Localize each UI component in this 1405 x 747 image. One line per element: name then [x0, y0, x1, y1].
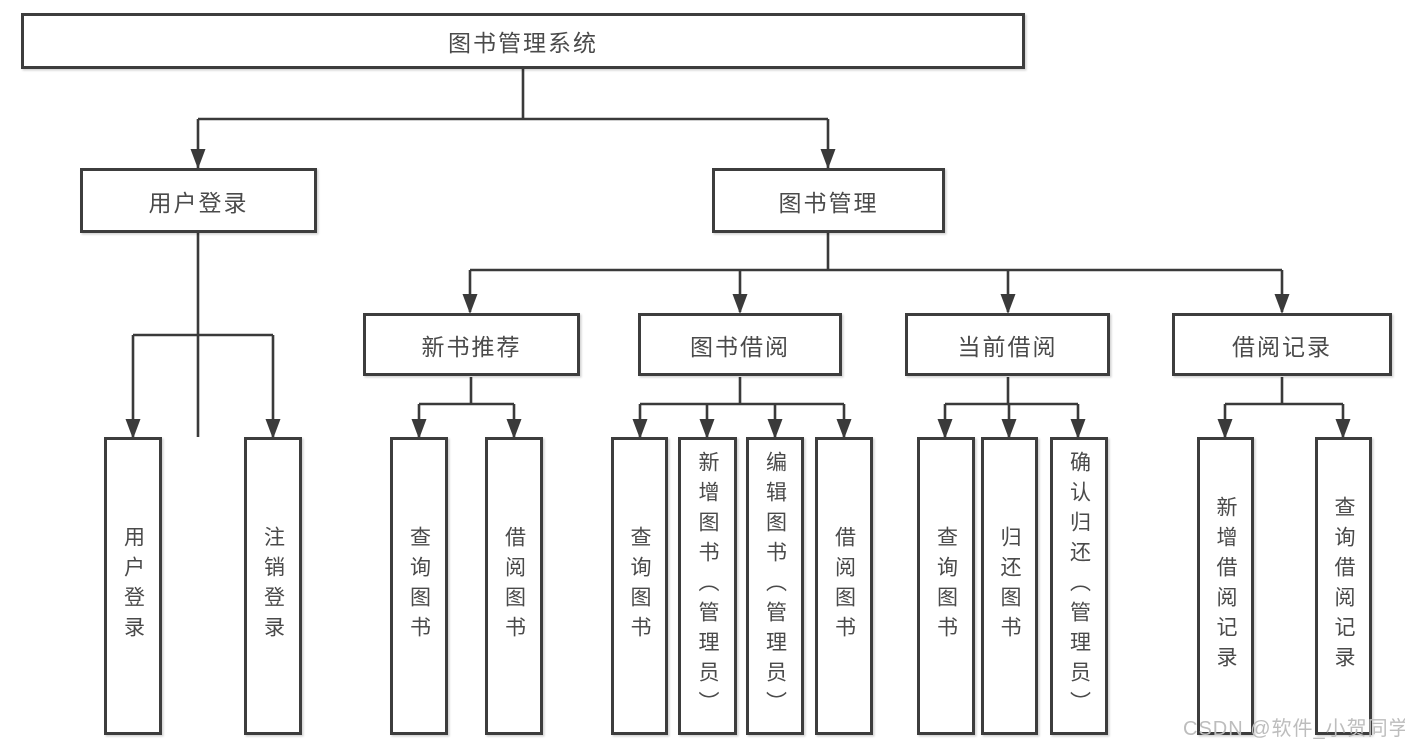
node-book-management-branch: 图书管理 — [712, 168, 945, 233]
node-borrowing-records: 借阅记录 — [1172, 313, 1392, 376]
leaf-user-login: 用户登录 — [104, 437, 162, 735]
leaf-label: 编辑图书（管理员） — [763, 451, 787, 721]
node-label: 图书借阅 — [690, 333, 790, 360]
leaf-label: 用户登录 — [121, 526, 145, 646]
node-label: 图书管理 — [778, 189, 879, 216]
leaf-label: 借阅图书 — [832, 526, 856, 646]
leaf-borrow-books: 借阅图书 — [815, 437, 873, 735]
node-book-borrowing: 图书借阅 — [638, 313, 842, 376]
node-library-management-system: 图书管理系统 — [21, 13, 1025, 69]
leaf-confirm-return-admin: 确认归还（管理员） — [1050, 437, 1108, 735]
leaf-label: 查询图书 — [934, 526, 958, 646]
leaf-edit-books-admin: 编辑图书（管理员） — [746, 437, 804, 735]
leaf-add-books-admin: 新增图书（管理员） — [678, 437, 737, 735]
node-label: 借阅记录 — [1232, 333, 1332, 360]
node-current-borrowing: 当前借阅 — [905, 313, 1110, 376]
leaf-logout: 注销登录 — [244, 437, 302, 735]
node-label: 当前借阅 — [957, 333, 1058, 360]
leaf-label: 查询借阅记录 — [1332, 496, 1355, 676]
leaf-label: 确认归还（管理员） — [1067, 451, 1091, 721]
leaf-query-borrow-record: 查询借阅记录 — [1315, 437, 1372, 735]
connector-arrowheads — [125, 149, 1351, 439]
leaf-return-books: 归还图书 — [981, 437, 1038, 735]
node-label: 新书推荐 — [421, 333, 522, 360]
leaf-label: 注销登录 — [261, 526, 285, 646]
leaf-add-borrow-record: 新增借阅记录 — [1197, 437, 1254, 735]
node-user-login-branch: 用户登录 — [80, 168, 317, 233]
node-label: 用户登录 — [148, 189, 249, 216]
connector-lines — [131, 69, 1345, 437]
csdn-watermark: CSDN @软件_小贺同学 — [1183, 718, 1405, 740]
leaf-label: 归还图书 — [998, 526, 1021, 646]
leaf-label: 查询图书 — [407, 526, 431, 646]
leaf-query-books-recommend: 查询图书 — [390, 437, 448, 735]
leaf-query-books-current: 查询图书 — [917, 437, 975, 735]
leaf-query-books-borrow: 查询图书 — [611, 437, 668, 735]
leaf-label: 新增借阅记录 — [1214, 496, 1237, 676]
node-label: 图书管理系统 — [448, 30, 598, 56]
leaf-label: 借阅图书 — [502, 526, 526, 646]
leaf-borrow-books-recommend: 借阅图书 — [485, 437, 543, 735]
leaf-label: 新增图书（管理员） — [696, 451, 719, 721]
leaf-label: 查询图书 — [628, 526, 651, 646]
node-new-book-recommendation: 新书推荐 — [363, 313, 580, 376]
